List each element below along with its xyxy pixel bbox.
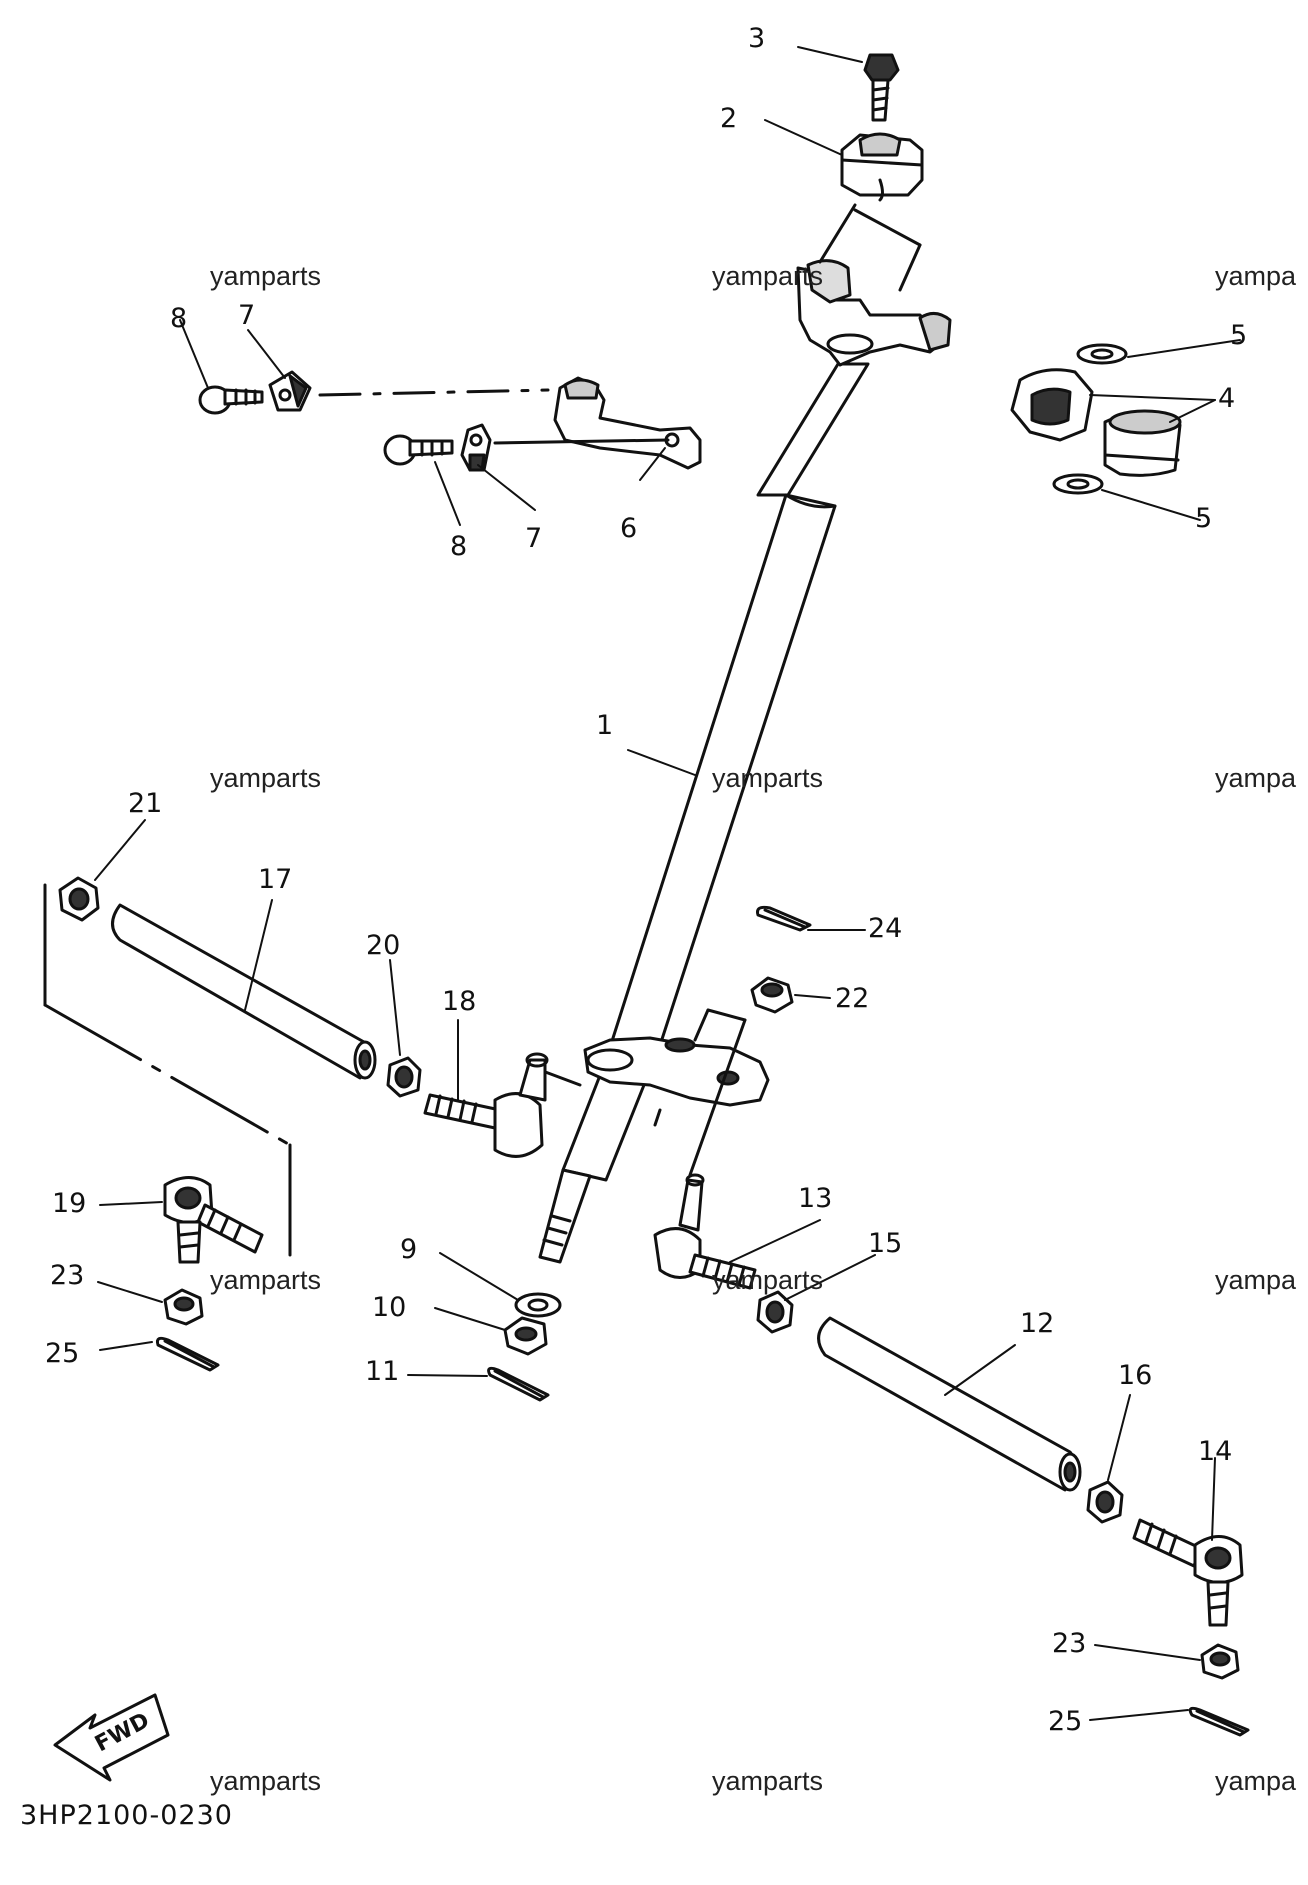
- watermark: yamparts: [210, 1265, 322, 1295]
- callout-7-upper: 7: [238, 300, 256, 331]
- handlebar-holder: [840, 132, 924, 202]
- callout-23-right: 23: [1052, 1628, 1087, 1659]
- callout-22: 22: [835, 983, 870, 1014]
- watermark: yamparts: [210, 1766, 322, 1796]
- bushing-set-4: [1010, 368, 1182, 477]
- cotter-pin-25-left: [156, 1336, 220, 1372]
- tie-rod-17: [111, 903, 377, 1080]
- watermark: yamparts: [210, 763, 322, 793]
- callout-8-upper: 8: [170, 303, 188, 334]
- callout-4: 4: [1218, 383, 1236, 414]
- nut-10: [503, 1316, 548, 1356]
- castle-nut-23-right: [1200, 1643, 1240, 1680]
- watermark: yamparts: [712, 1766, 824, 1796]
- nut-21: [58, 876, 100, 922]
- watermark: yamparts: [712, 763, 824, 793]
- tie-rod-end-19: [163, 1176, 264, 1264]
- callout-6: 6: [620, 513, 638, 544]
- shaft-top-bracket: [796, 259, 952, 367]
- tie-rod-end-14: [1132, 1518, 1244, 1627]
- cotter-pin-24: [756, 905, 812, 932]
- callout-10: 10: [372, 1292, 407, 1323]
- diagram-code: 3HP2100-0230: [20, 1800, 233, 1831]
- nut-16: [1086, 1480, 1124, 1524]
- nut-20: [386, 1056, 422, 1098]
- callout-18: 18: [442, 986, 477, 1017]
- washer-5-upper: [1076, 343, 1128, 365]
- callout-17: 17: [258, 864, 293, 895]
- watermark-clipped: yampa: [1215, 1265, 1297, 1295]
- clip-7-lower: [460, 423, 492, 472]
- watermark: yamparts: [210, 261, 322, 291]
- callout-5-lower: 5: [1195, 503, 1213, 534]
- nut-15: [756, 1290, 794, 1334]
- watermark: yamparts: [712, 1265, 824, 1295]
- callout-9: 9: [400, 1234, 418, 1265]
- cotter-pin-11: [487, 1366, 550, 1402]
- callout-7-lower: 7: [525, 523, 543, 554]
- callout-11: 11: [365, 1356, 400, 1387]
- upper-arm-6: [553, 376, 702, 470]
- watermark-clipped: yampa: [1215, 763, 1297, 793]
- callout-20: 20: [366, 930, 401, 961]
- castle-nut-23-left: [163, 1288, 204, 1326]
- leader-lines: [94, 46, 1241, 1721]
- callout-14: 14: [1198, 1436, 1233, 1467]
- callout-25-left: 25: [45, 1338, 80, 1369]
- callout-8-lower: 8: [450, 531, 468, 562]
- callout-5-upper: 5: [1230, 320, 1248, 351]
- nut-22: [750, 976, 794, 1014]
- tie-rod-12: [817, 1316, 1082, 1492]
- washer-9: [514, 1292, 562, 1318]
- steering-shaft: [538, 362, 870, 1264]
- clip-7-upper: [268, 370, 312, 412]
- callout-15: 15: [868, 1228, 903, 1259]
- callout-3: 3: [748, 23, 766, 54]
- tie-rod-end-13: [653, 1173, 757, 1290]
- callout-25-right: 25: [1048, 1706, 1083, 1737]
- callout-1: 1: [596, 710, 614, 741]
- callout-13: 13: [798, 1183, 833, 1214]
- callout-2: 2: [720, 103, 738, 134]
- watermark: yamparts: [712, 261, 824, 291]
- cotter-pin-25-right: [1188, 1706, 1250, 1737]
- bolt-8-lower: [383, 434, 454, 466]
- tie-rod-end-18: [423, 1052, 549, 1158]
- callout-16: 16: [1118, 1360, 1153, 1391]
- watermark-clipped: yampa: [1215, 1766, 1297, 1796]
- washer-5-lower: [1052, 473, 1104, 495]
- callout-19: 19: [52, 1188, 87, 1219]
- callout-24: 24: [868, 913, 903, 944]
- callout-23-left: 23: [50, 1260, 85, 1291]
- bolt-8-upper: [198, 385, 264, 415]
- bolt-3: [863, 53, 900, 122]
- fwd-arrow: FWD: [53, 1693, 170, 1782]
- callout-21: 21: [128, 788, 163, 819]
- watermark-clipped: yampa: [1215, 261, 1297, 291]
- callout-12: 12: [1020, 1308, 1055, 1339]
